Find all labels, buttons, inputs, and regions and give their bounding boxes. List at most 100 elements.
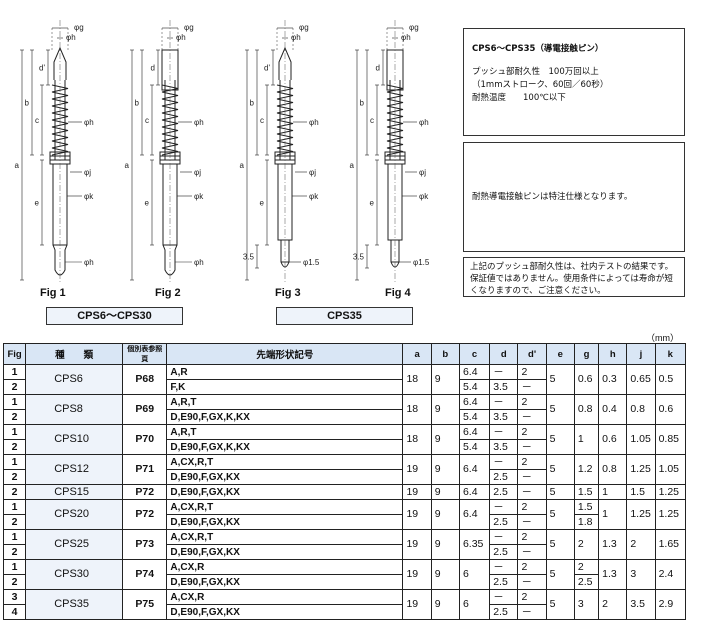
dim-d-cell: 2.5 (489, 604, 519, 620)
dim-b-cell: 9 (430, 364, 460, 395)
tip-code-cell: D,E90,F,GX,KX (166, 484, 404, 500)
fig2-dim-c-label: c (145, 116, 149, 125)
fig1-dim-d-label: d' (39, 64, 45, 73)
tip-code-cell: F,K (166, 379, 404, 395)
fig-cell: 1 (2, 424, 27, 440)
model-cell: CPS10 (25, 424, 124, 455)
dim-g-cell: 1.8 (573, 514, 600, 530)
fig-cell: 1 (2, 499, 27, 515)
dim-a-cell: 18 (402, 424, 432, 455)
dim-g-cell: 0.6 (573, 364, 600, 395)
fig2-dim-b-label: b (135, 99, 140, 108)
dim-d-cell: 2.5 (489, 544, 519, 560)
dim-d-cell: 2.5 (489, 514, 519, 530)
dim-e-cell: 5 (545, 394, 575, 425)
pin-drawings: φgφhφhφjφkφhabcd'eφgφhφhφjφkφhabcdeφgφhφ… (15, 20, 430, 282)
info-title: CPS6～CPS35（導電接触ピン） (472, 44, 604, 54)
header-j: j (626, 343, 656, 365)
dim-g-cell: 2 (573, 529, 600, 560)
dim-k-cell: 1.05 (654, 454, 687, 485)
page-ref-cell: P73 (122, 529, 168, 560)
fig3-phi-h-top-label: φh (291, 33, 301, 42)
info-heat: 耐熱温度 100℃以下 (472, 93, 566, 103)
fig1-phi-h-lower-label: φh (84, 258, 94, 267)
fig1-dim-c-label: c (35, 116, 39, 125)
page-ref-cell: P72 (122, 484, 168, 500)
fig3-dim-35-label: 3.5 (243, 253, 255, 262)
dim-dp-cell: － (517, 604, 547, 620)
model-cell: CPS8 (25, 394, 124, 425)
fig-cell: 4 (2, 604, 27, 620)
tip-code-cell: D,E90,F,GX,KX (166, 604, 404, 620)
dim-a-cell: 19 (402, 529, 432, 560)
dim-dp-cell: － (517, 469, 547, 485)
dim-dp-cell: 2 (517, 499, 547, 515)
fig1-phi-h-label: φh (84, 118, 94, 127)
fig1-dim-b-label: b (25, 99, 30, 108)
fig2-dim-d-label: d (151, 64, 155, 73)
dim-c-cell: 6.4 (458, 394, 491, 410)
fig2-phi-j-label: φj (194, 168, 201, 177)
dim-k-cell: 0.6 (654, 394, 687, 425)
dim-e-cell: 5 (545, 364, 575, 395)
dim-d-cell: － (489, 364, 519, 380)
dim-a-cell: 19 (402, 454, 432, 485)
fig2-dim-e-label: e (145, 199, 150, 208)
fig-cell: 3 (2, 589, 27, 605)
fig4-phi-j-label: φj (419, 168, 426, 177)
tip-code-cell: D,E90,F,GX,K,KX (166, 409, 404, 425)
dim-dp-cell: 2 (517, 394, 547, 410)
dim-j-cell: 1.25 (626, 454, 656, 485)
fig-cell: 1 (2, 454, 27, 470)
dim-d-cell: － (489, 424, 519, 440)
fig1-spring-coil (51, 84, 69, 156)
dim-dp-cell: － (517, 409, 547, 425)
dim-g-cell: 2.5 (573, 574, 600, 590)
model-cell: CPS35 (25, 589, 124, 620)
dim-b-cell: 9 (430, 424, 460, 455)
dim-k-cell: 1.65 (654, 529, 687, 560)
tip-code-cell: A,CX,R,T (166, 529, 404, 545)
dim-dp-cell: － (517, 439, 547, 455)
page-ref-cell: P69 (122, 394, 168, 425)
tip-code-cell: A,CX,R,T (166, 499, 404, 515)
dim-b-cell: 9 (430, 394, 460, 425)
info-durability-condition: （1mmストローク、60回／60秒） (472, 80, 609, 90)
fig3-dim-c-label: c (260, 116, 264, 125)
unit-label: （mm） (646, 333, 679, 343)
header-c: c (458, 343, 491, 365)
dim-j-cell: 3 (626, 559, 656, 590)
dim-c-cell: 6 (458, 589, 491, 620)
tip-code-cell: A,R (166, 364, 404, 380)
dim-a-cell: 18 (402, 394, 432, 425)
fig4-dim-35-label: 3.5 (353, 253, 365, 262)
fig4-dim-e-label: e (370, 199, 375, 208)
fig3-phi-k-label: φk (309, 192, 319, 201)
dim-d-cell: 3.5 (489, 379, 519, 395)
fig3-phi-15-label: φ1.5 (303, 258, 320, 267)
dim-k-cell: 1.25 (654, 499, 687, 530)
page-ref-cell: P68 (122, 364, 168, 395)
header-k: k (654, 343, 687, 365)
dim-e-cell: 5 (545, 529, 575, 560)
model-cell: CPS25 (25, 529, 124, 560)
fig2-phi-h-top-label: φh (176, 33, 186, 42)
fig3-spring-coil (276, 84, 294, 156)
fig4-phi-15-label: φ1.5 (413, 258, 430, 267)
dim-d-cell: 2.5 (489, 469, 519, 485)
dim-e-cell: 5 (545, 559, 575, 590)
fig1-phi-g-label: φg (74, 23, 84, 32)
dim-e-cell: 5 (545, 454, 575, 485)
fig4-dim-b-label: b (360, 99, 365, 108)
dim-h-cell: 2 (598, 589, 628, 620)
page-ref-cell: P72 (122, 499, 168, 530)
dim-d-cell: － (489, 394, 519, 410)
model-cell: CPS6 (25, 364, 124, 395)
fig4-dim-c-label: c (370, 116, 374, 125)
dim-k-cell: 2.9 (654, 589, 687, 620)
dim-j-cell: 1.5 (626, 484, 656, 500)
header-d: d (489, 343, 519, 365)
